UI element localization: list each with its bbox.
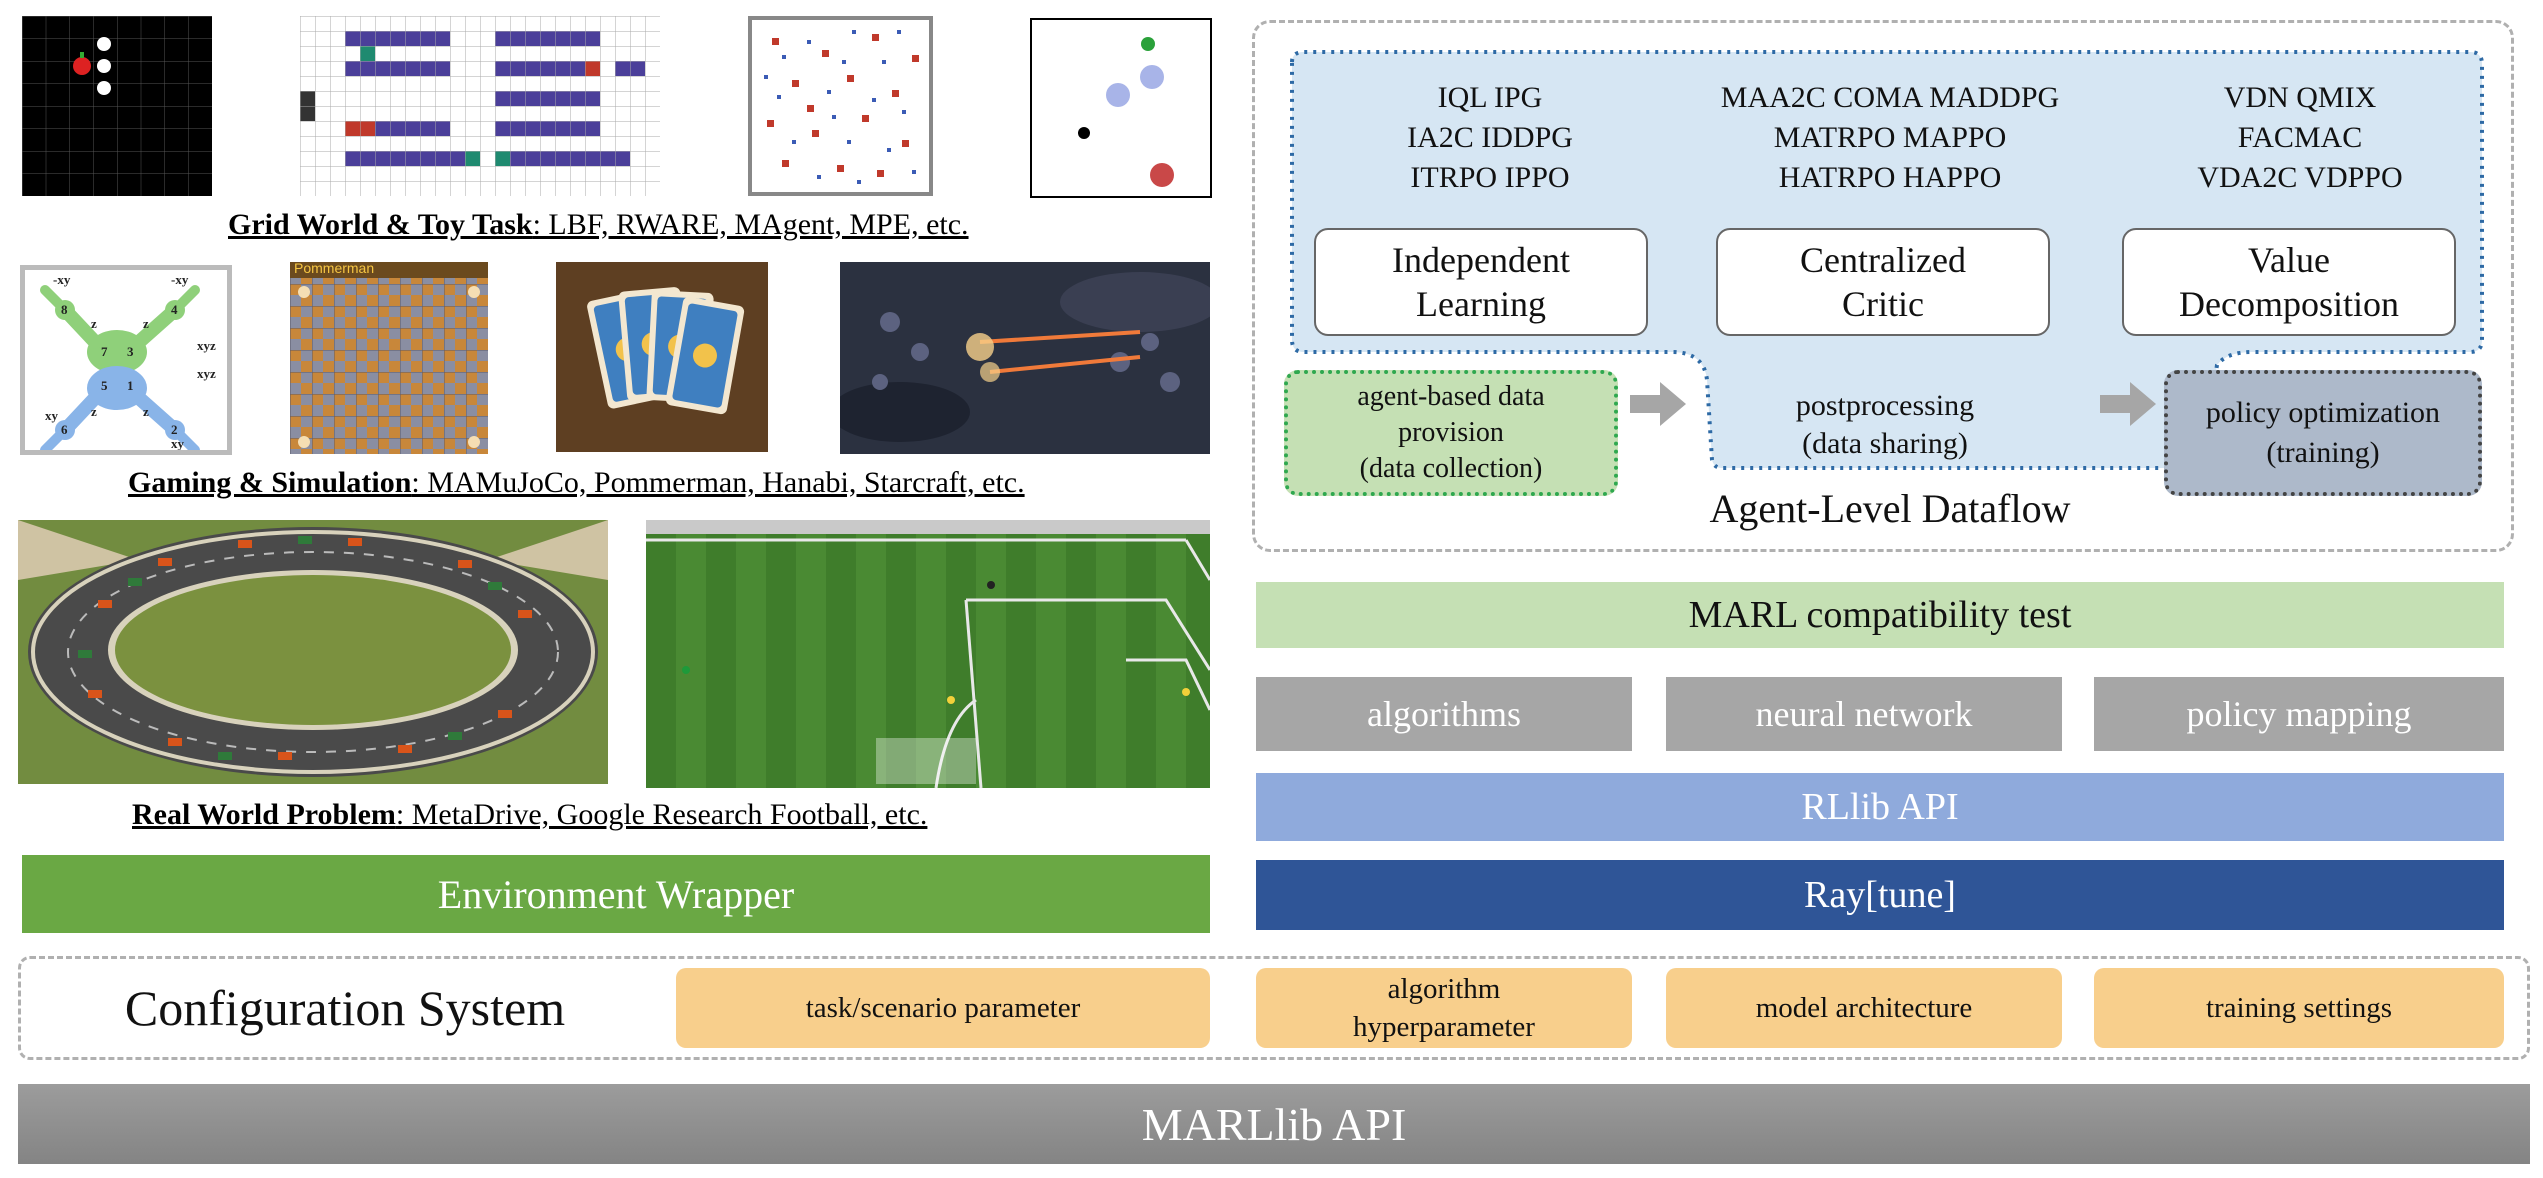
dataflow-arrow-1 — [1630, 382, 1686, 426]
mujoco-label: z — [91, 404, 97, 419]
task-scenario-parameter-item: task/scenario parameter — [676, 968, 1210, 1048]
centralized-algorithms: MAA2C COMA MADDPG MATRPO MAPPO HATRPO HA… — [1720, 81, 2060, 194]
pommerman-label: Pommerman — [294, 262, 375, 276]
independent-learning-box: Independent Learning — [1314, 228, 1648, 336]
mujoco-label: z — [143, 316, 149, 331]
independent-algorithms: IQL IPG IA2C IDDPG ITRPO IPPO — [1407, 81, 1573, 194]
mujoco-label: xy — [45, 408, 59, 423]
mujoco-label: z — [91, 316, 97, 331]
rllib-api-bar: RLlib API — [1256, 773, 2504, 841]
real-world-caption-rest: : MetaDrive, Google Research Football, e… — [395, 798, 928, 831]
gaming-caption-bold: Gaming & Simulation — [128, 466, 412, 499]
mujoco-label: 5 — [101, 378, 108, 393]
mujoco-label: 1 — [127, 378, 134, 393]
grid-world-caption-bold: Grid World & Toy Task — [228, 208, 533, 241]
dataflow-arrow-2 — [2100, 382, 2156, 426]
mujoco-label: xyz — [197, 366, 216, 381]
mamujoco-thumbnail: -xy -xy z z z z xyz xyz xy xy 8 7 3 4 5 … — [20, 265, 232, 455]
dataflow-outer-frame — [1252, 20, 2514, 552]
starcraft-thumbnail — [840, 262, 1210, 454]
pommerman-thumbnail: Pommerman — [290, 262, 488, 454]
agent-data-provision-box: agent-based data provision (data collect… — [1284, 370, 1618, 496]
mujoco-label: -xy — [53, 272, 71, 287]
environment-wrapper-bar: Environment Wrapper — [22, 855, 1210, 933]
mujoco-label: 6 — [61, 422, 68, 437]
real-world-caption-bold: Real World Problem — [132, 798, 396, 831]
mujoco-label: -xy — [171, 272, 189, 287]
mujoco-label: z — [143, 404, 149, 419]
configuration-system-frame — [18, 956, 2530, 1060]
grid-world-caption: Grid World & Toy Task: LBF, RWARE, MAgen… — [228, 208, 969, 242]
mujoco-label: 3 — [127, 344, 134, 359]
magent-dots-graphic — [764, 30, 919, 184]
gaming-caption-rest: : MAMuJoCo, Pommerman, Hanabi, Starcraft… — [411, 466, 1025, 499]
rware-grid-graphic — [300, 16, 660, 196]
metadrive-thumbnail — [18, 520, 608, 784]
mujoco-label: 4 — [171, 302, 178, 317]
model-architecture-item: model architecture — [1666, 968, 2062, 1048]
algorithms-block: algorithms — [1256, 677, 1632, 751]
lbf-grid-graphic — [22, 16, 212, 196]
training-settings-item: training settings — [2094, 968, 2504, 1048]
policy-optimization-box: policy optimization (training) — [2164, 370, 2482, 496]
policy-mapping-block: policy mapping — [2094, 677, 2504, 751]
rware-thumbnail — [300, 16, 660, 196]
lbf-thumbnail — [22, 16, 212, 196]
mujoco-label: xyz — [197, 338, 216, 353]
football-pitch-graphic — [646, 520, 1210, 788]
postprocessing-label: postprocessing (data sharing) — [1795, 389, 1975, 460]
value-algorithms: VDN QMIX FACMAC VDA2C VDPPO — [2197, 81, 2403, 194]
neural-network-block: neural network — [1666, 677, 2062, 751]
gaming-caption: Gaming & Simulation: MAMuJoCo, Pommerman… — [128, 466, 1025, 500]
ray-tune-bar: Ray[tune] — [1256, 860, 2504, 930]
marl-compatibility-test-bar: MARL compatibility test — [1256, 582, 2504, 648]
pommerman-board-graphic — [290, 262, 488, 454]
football-thumbnail — [646, 520, 1210, 788]
grid-world-caption-rest: : LBF, RWARE, MAgent, MPE, etc. — [532, 208, 969, 241]
mujoco-label: xy — [171, 436, 185, 450]
magent-thumbnail — [748, 16, 933, 196]
hanabi-cards-graphic — [556, 262, 768, 452]
mujoco-label: 2 — [171, 422, 178, 437]
configuration-system-title: Configuration System — [124, 980, 566, 1036]
mujoco-label: 8 — [61, 302, 68, 317]
mpe-particles-graphic — [1078, 37, 1174, 187]
mamujoco-ant-graphic: -xy -xy z z z z xyz xyz xy xy 8 7 3 4 5 … — [40, 272, 216, 450]
algorithm-hyperparameter-item: algorithm hyperparameter — [1256, 968, 1632, 1048]
metadrive-roundabout-graphic — [18, 520, 608, 784]
mujoco-label: 7 — [101, 344, 108, 359]
value-decomposition-box: Value Decomposition — [2122, 228, 2456, 336]
starcraft-battle-graphic — [840, 262, 1210, 454]
agent-level-dataflow-title: Agent-Level Dataflow — [1709, 485, 2071, 531]
centralized-critic-box: Centralized Critic — [1716, 228, 2050, 336]
marllib-api-bar: MARLlib API — [18, 1084, 2530, 1164]
mpe-thumbnail — [1030, 18, 1212, 198]
hanabi-thumbnail — [556, 262, 768, 452]
real-world-caption: Real World Problem: MetaDrive, Google Re… — [132, 798, 927, 832]
